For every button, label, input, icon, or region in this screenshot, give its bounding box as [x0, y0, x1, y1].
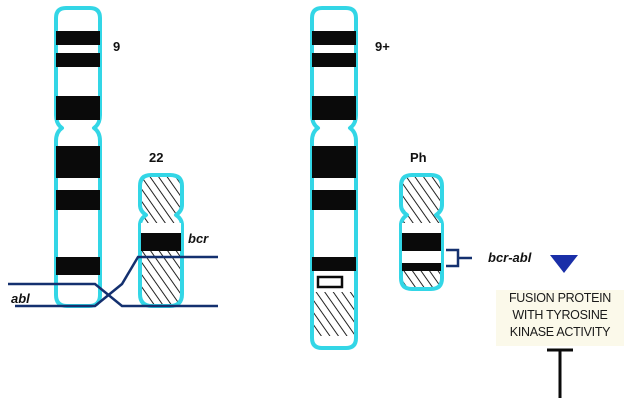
chromosome-9	[56, 8, 100, 306]
philadelphia-label: Ph	[410, 150, 427, 165]
chromosome-9-derivative	[312, 8, 356, 348]
chromosome-9-derivative-label: 9+	[375, 39, 390, 54]
fusion-protein-line: FUSION PROTEIN	[496, 290, 624, 307]
chromosome-9-label: 9	[113, 39, 120, 54]
fusion-protein-label: FUSION PROTEIN WITH TYROSINE KINASE ACTI…	[496, 290, 624, 346]
translocation-lines	[8, 257, 218, 306]
fusion-protein-line: WITH TYROSINE	[496, 307, 624, 324]
chromosome-22-label: 22	[149, 150, 163, 165]
fusion-marker-triangle	[550, 255, 578, 273]
bcr-abl-bracket	[446, 250, 472, 266]
philadelphia-chromosome	[401, 175, 442, 289]
bcr-gene-label: bcr	[188, 231, 208, 246]
inhibition-bar	[547, 350, 573, 398]
abl-gene-label: abl	[11, 291, 30, 306]
chromosome-22	[140, 175, 182, 306]
fusion-protein-line: KINASE ACTIVITY	[496, 324, 624, 341]
bcr-abl-label: bcr-abl	[488, 250, 531, 265]
